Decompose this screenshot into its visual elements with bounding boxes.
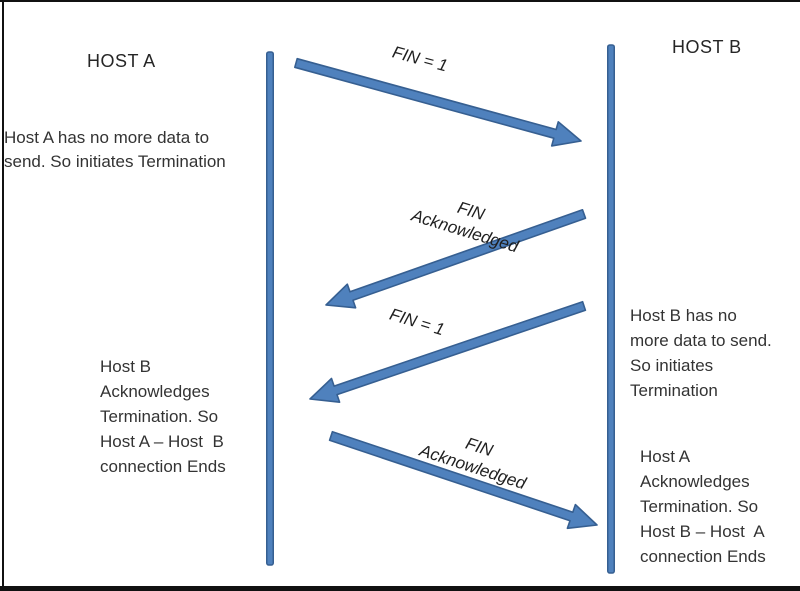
host-a-label: HOST A <box>87 51 156 71</box>
note-host-b-acknowledges-connection-ends: Host B Acknowledges Termination. So Host… <box>100 357 226 476</box>
message-arrow-fin-ack-2 <box>328 430 598 530</box>
message-arrow-fin-ack-1 <box>325 209 587 309</box>
message-arrow-fin-2 <box>309 300 587 404</box>
note-host-a-acknowledges-connection-ends: Host A Acknowledges Termination. So Host… <box>640 447 766 566</box>
top-border-line <box>0 0 800 2</box>
lifeline-host-b <box>607 44 615 574</box>
left-border-line <box>2 0 4 591</box>
note-host-a-initiates-termination: Host A has no more data to send. So init… <box>4 128 226 171</box>
note-host-b-initiates-termination: Host B has no more data to send. So init… <box>630 306 772 400</box>
lifeline-host-a <box>266 51 274 566</box>
message-arrow-fin-1 <box>293 57 582 147</box>
bottom-border-bar <box>0 586 800 591</box>
host-b-label: HOST B <box>672 37 742 57</box>
